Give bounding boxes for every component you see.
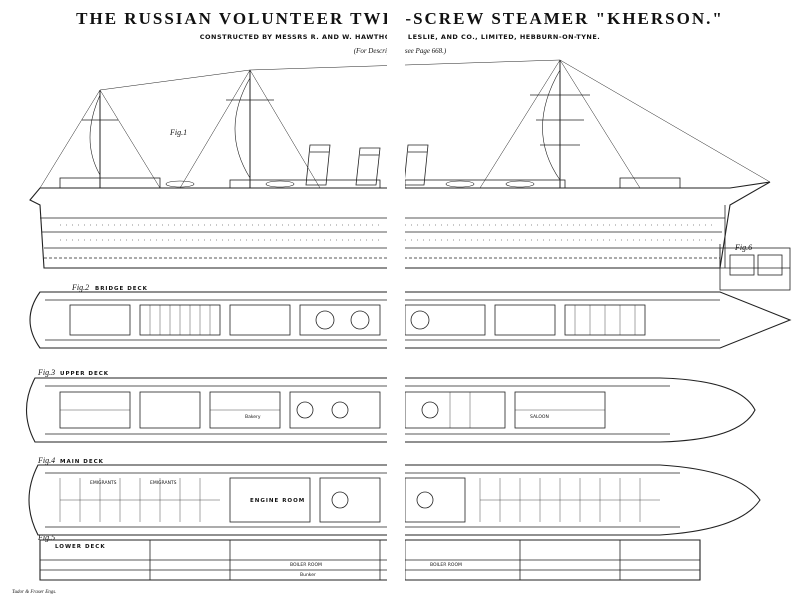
detail-fig6 xyxy=(719,247,791,291)
bridge-deck-plan xyxy=(29,291,792,349)
engraver-credit: Tudor & Fraser Engs. xyxy=(12,590,57,595)
bridge-deck-label: BRIDGE DECK xyxy=(95,286,148,292)
upper-deck-plan xyxy=(26,377,756,443)
main-deck-plan xyxy=(28,464,761,536)
side-elevation xyxy=(29,59,771,269)
saloon-label: SALOON xyxy=(530,414,549,420)
fig2-label: Fig.2 xyxy=(71,283,89,292)
emigrants-label-2: EMIGRANTS xyxy=(150,480,177,486)
boiler-room-label-2: BOILER ROOM xyxy=(430,562,462,568)
fig6-label: Fig.6 xyxy=(734,243,752,252)
emigrants-label-1: EMIGRANTS xyxy=(90,480,117,486)
boiler-room-label: BOILER ROOM xyxy=(290,562,322,568)
bunker-label: Bunker xyxy=(300,572,316,578)
upper-deck-label: UPPER DECK xyxy=(60,371,109,377)
fig5-label: Fig.5 xyxy=(37,533,55,542)
lower-deck-label: LOWER DECK xyxy=(55,544,106,550)
bakery-label: Bakery xyxy=(245,414,261,420)
fig4-label: Fig.4 xyxy=(37,456,55,465)
fig3-label: Fig.3 xyxy=(37,368,55,377)
lower-deck-plan xyxy=(39,539,701,581)
fig1-label: Fig.1 xyxy=(169,128,187,137)
engine-room-label: ENGINE ROOM xyxy=(250,498,305,504)
main-deck-label: MAIN DECK xyxy=(60,459,104,465)
center-fold-gap xyxy=(387,0,405,610)
